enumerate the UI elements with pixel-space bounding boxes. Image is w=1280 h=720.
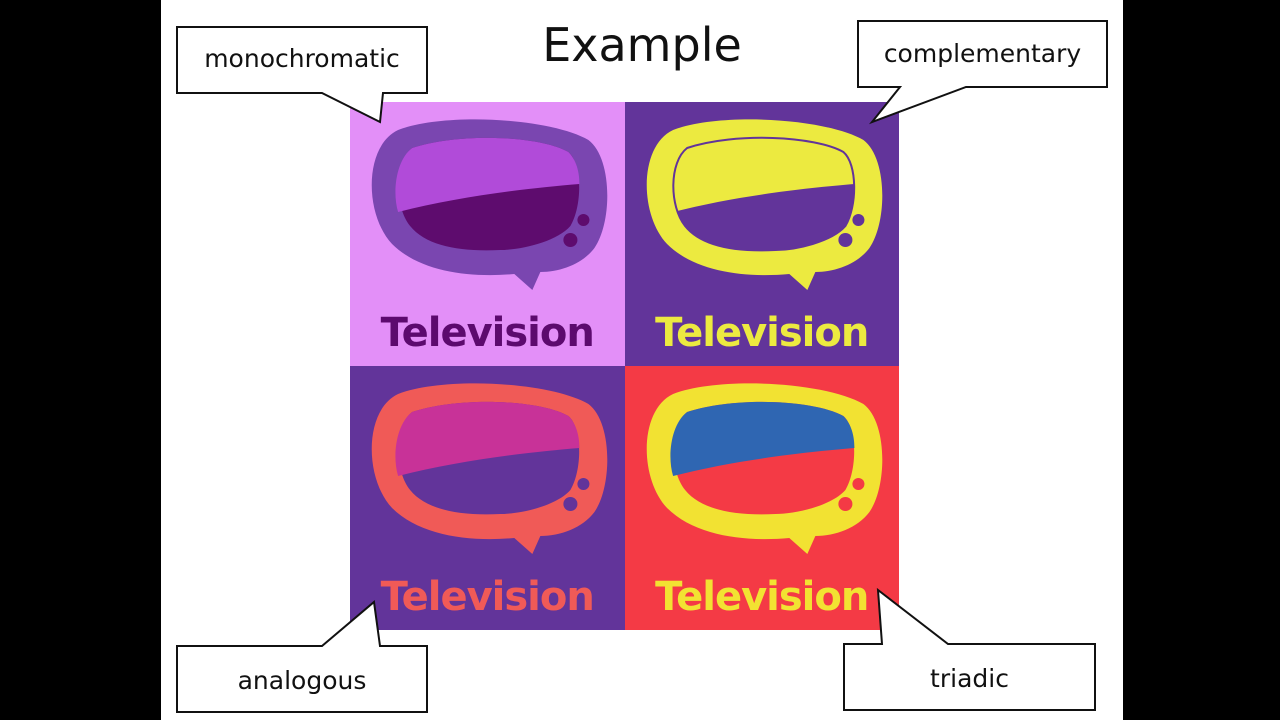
- tile-analogous: Television: [350, 366, 625, 630]
- slide: Example Television Television Television…: [161, 0, 1123, 720]
- tv-knob: [563, 497, 578, 511]
- callout-complementary: complementary: [883, 39, 1082, 68]
- callout-triadic: triadic: [930, 664, 1009, 693]
- tv-knob: [577, 478, 590, 490]
- tv-icon: [646, 383, 882, 554]
- callout-analogous: analogous: [237, 666, 367, 695]
- tile-complementary: Television: [624, 102, 899, 366]
- tv-knob: [837, 233, 852, 247]
- tv-knob: [837, 497, 852, 511]
- tv-icon: [646, 119, 882, 290]
- tv-knob: [851, 478, 864, 490]
- tv-label: Television: [655, 574, 869, 620]
- tv-screen-top: [395, 137, 580, 212]
- tv-knob: [563, 233, 578, 247]
- tv-label: Television: [380, 574, 595, 620]
- tile-monochromatic: Television: [350, 102, 625, 366]
- tv-label: Television: [655, 310, 869, 356]
- tv-screen-top: [669, 137, 854, 212]
- tv-screen-outline: [671, 136, 855, 252]
- tv-logo-grid: Television Television Television Televis…: [350, 102, 899, 630]
- tv-knob: [851, 214, 864, 226]
- tv-knob: [577, 214, 590, 226]
- tv-icon: [371, 383, 608, 554]
- tile-triadic: Television: [624, 366, 899, 630]
- tv-icon: [371, 119, 608, 290]
- tv-screen-top: [669, 401, 854, 476]
- callout-monochromatic: monochromatic: [204, 44, 400, 73]
- slide-title: Example: [542, 18, 742, 72]
- tv-screen-top: [395, 401, 580, 476]
- tv-label: Television: [380, 310, 595, 356]
